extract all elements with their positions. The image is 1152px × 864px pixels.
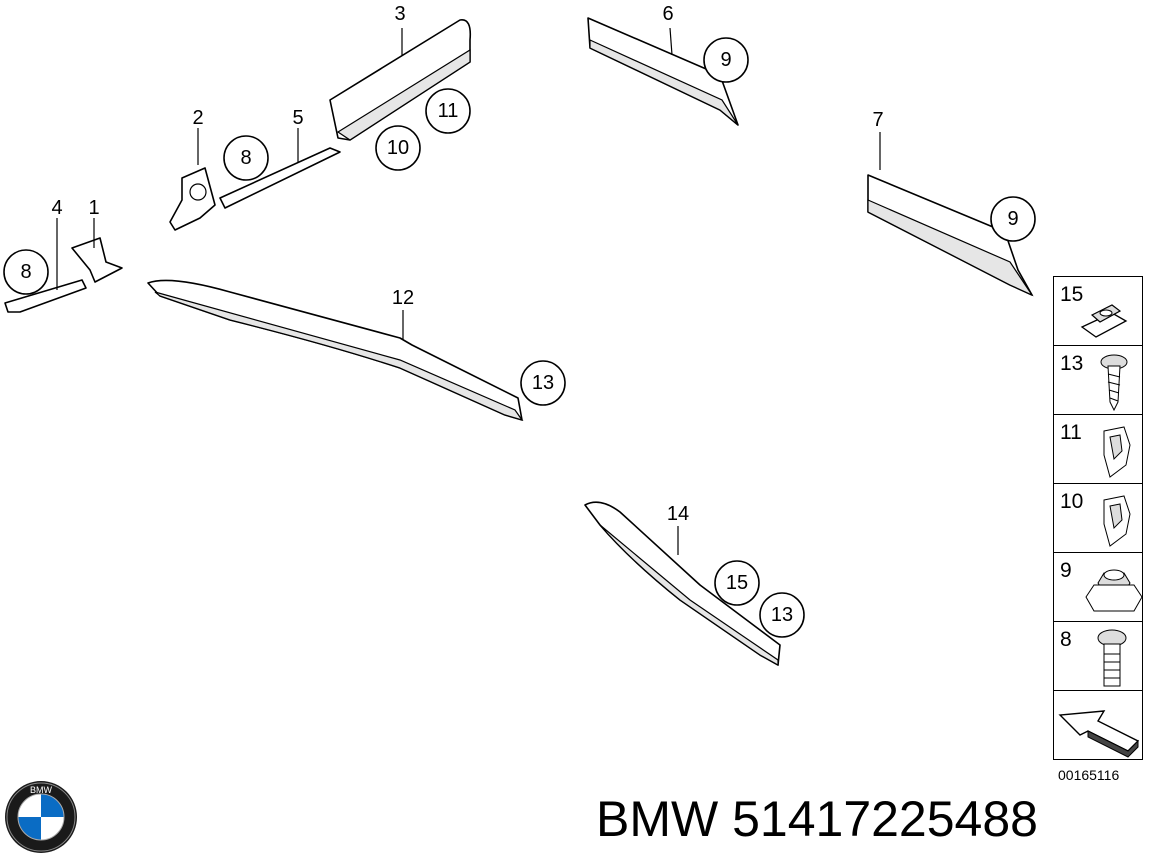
callout-8-b: 8	[3, 249, 49, 295]
part-4-strip: 4	[4, 197, 87, 313]
part-number-3: 3	[394, 3, 405, 25]
part-7-trim: 7	[867, 109, 1034, 297]
svg-text:11: 11	[438, 100, 459, 122]
bmw-logo: BMW	[5, 781, 77, 853]
fastener-legend: 15 13 11 10 9	[1053, 276, 1143, 760]
diagram-code: 00165116	[1058, 767, 1120, 783]
clip-icon	[1103, 426, 1131, 478]
legend-item-8: 8	[1054, 622, 1142, 691]
part-12-trim: 12	[147, 279, 524, 422]
svg-text:9: 9	[720, 49, 731, 71]
callout-13-a: 13	[520, 360, 566, 406]
part-3-trim: 3	[329, 3, 472, 141]
part-14-trim: 14	[584, 501, 781, 667]
svg-text:BMW: BMW	[30, 785, 53, 795]
part-number-14: 14	[667, 503, 689, 525]
callout-10: 10	[375, 125, 421, 171]
bolt-icon	[1097, 629, 1127, 687]
part-number-7: 7	[872, 109, 883, 131]
callout-8-a: 8	[223, 135, 269, 181]
part-1-bracket: 1	[71, 197, 123, 283]
svg-text:9: 9	[1007, 208, 1018, 230]
callout-15: 15	[714, 560, 760, 606]
legend-item-9: 9	[1054, 553, 1142, 622]
part-number-4: 4	[51, 197, 62, 219]
legend-item-10: 10	[1054, 484, 1142, 553]
svg-text:13: 13	[532, 372, 554, 394]
part-number-5: 5	[292, 107, 303, 129]
part-title: BMW 51417225488	[596, 791, 1038, 847]
arrow-icon	[1058, 710, 1140, 758]
svg-text:8: 8	[20, 261, 31, 283]
legend-item-15: 15	[1054, 277, 1142, 346]
clip-icon	[1103, 495, 1131, 547]
callout-9-b: 9	[990, 196, 1036, 242]
svg-text:8: 8	[240, 147, 251, 169]
clip-nut-icon	[1080, 304, 1128, 338]
legend-item-11: 11	[1054, 415, 1142, 484]
part-2-bracket: 2	[169, 107, 216, 231]
part-5-strip: 5	[219, 107, 341, 209]
part-number-12: 12	[392, 287, 414, 309]
legend-item-arrow	[1054, 691, 1142, 760]
part-number-2: 2	[192, 107, 203, 129]
part-number-6: 6	[662, 3, 673, 25]
callout-11: 11	[425, 88, 471, 134]
screw-icon	[1100, 354, 1128, 412]
legend-item-13: 13	[1054, 346, 1142, 415]
part-number-1: 1	[88, 197, 99, 219]
callout-13-b: 13	[759, 592, 805, 638]
part-6-trim: 6	[587, 3, 739, 126]
svg-text:15: 15	[726, 572, 748, 594]
callout-9-a: 9	[703, 37, 749, 83]
svg-text:10: 10	[387, 137, 409, 159]
svg-text:13: 13	[771, 604, 793, 626]
nut-icon	[1085, 569, 1142, 612]
